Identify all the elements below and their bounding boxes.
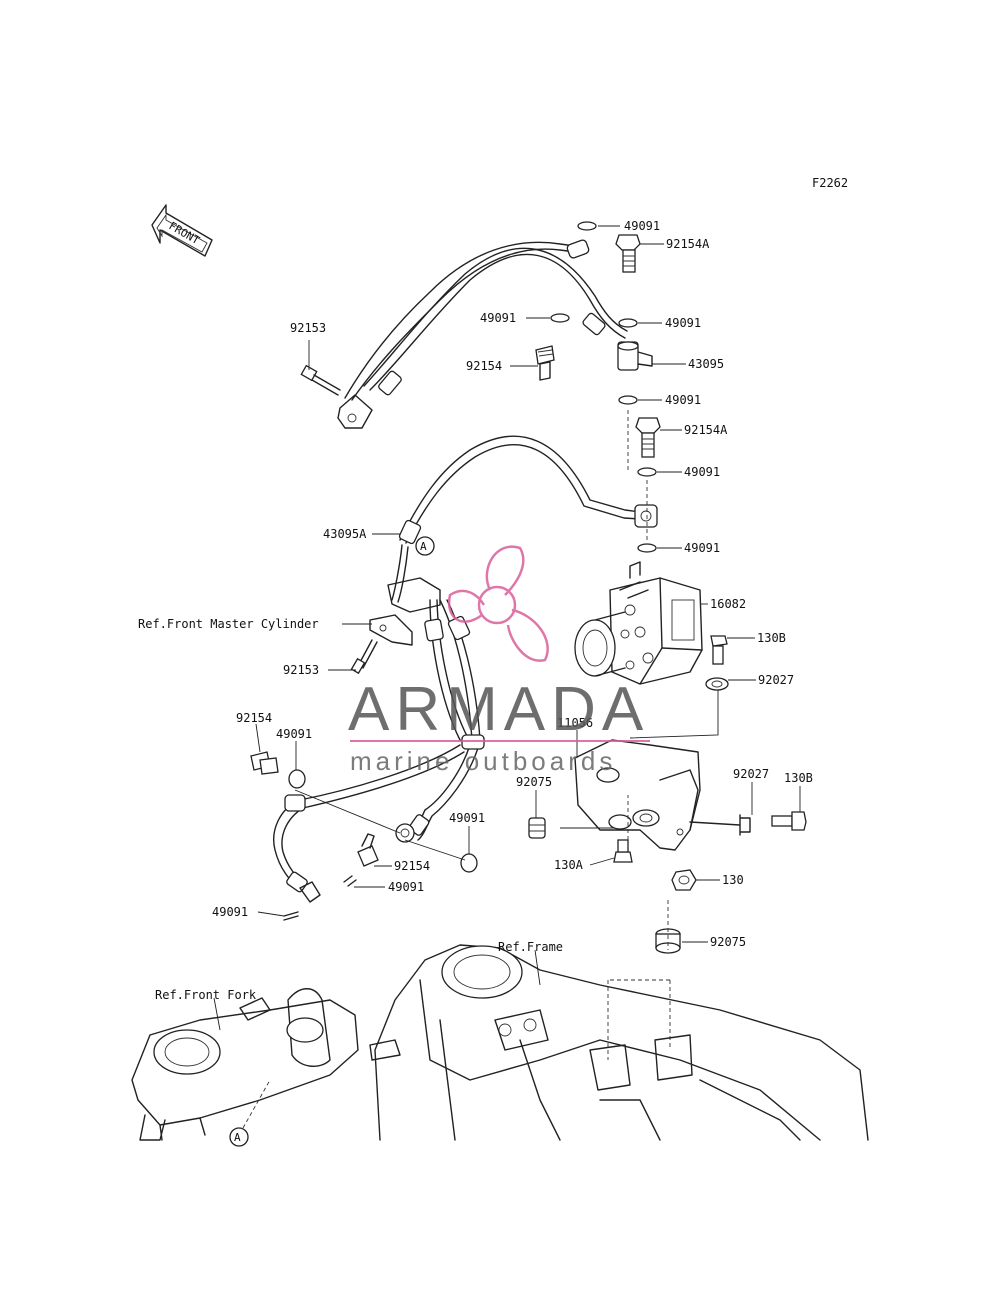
label-92154-left: 92154 xyxy=(236,711,272,725)
label-92153-top: 92153 xyxy=(290,321,326,335)
watermark-tagline: marine outboards xyxy=(350,746,616,776)
marker-A-upper-text: A xyxy=(420,540,427,553)
marker-A-upper xyxy=(415,536,435,556)
bolt-92153-top xyxy=(300,364,341,396)
hose-bracket xyxy=(369,577,441,646)
label-11056: 11056 xyxy=(557,716,593,730)
bolt-92154A-top xyxy=(615,234,641,273)
label-49091-bottom: 49091 xyxy=(212,905,248,919)
abs-hydraulic-unit-16082 xyxy=(574,561,703,685)
bolt-130B-right xyxy=(771,811,807,831)
grommet-92075-left xyxy=(528,817,546,839)
washer-49091-f xyxy=(637,543,657,553)
brake-hose-43095A xyxy=(391,435,658,603)
front-direction-arrow: FRONT xyxy=(151,204,213,257)
label-49091-e: 49091 xyxy=(684,465,720,479)
label-130: 130 xyxy=(722,873,744,887)
washer-49091-b xyxy=(550,313,570,323)
propeller-logo xyxy=(447,545,549,662)
label-92027-right: 92027 xyxy=(733,767,769,781)
label-92075-left: 92075 xyxy=(516,775,552,789)
bolt-130A xyxy=(613,839,633,863)
label-130A: 130A xyxy=(554,858,584,872)
bolt-92154A-mid xyxy=(635,417,661,458)
label-92027-upper: 92027 xyxy=(758,673,794,687)
washer-49091-low xyxy=(343,875,357,887)
washer-49091-d xyxy=(618,395,638,405)
washer-49091-left xyxy=(288,769,306,789)
front-fork-top-yoke xyxy=(131,988,359,1141)
bolt-130B-upper xyxy=(710,635,728,665)
label-49091-f: 49091 xyxy=(684,541,720,555)
motorcycle-frame xyxy=(369,944,869,1141)
label-92154A-mid: 92154A xyxy=(684,423,728,437)
label-43095A: 43095A xyxy=(323,527,367,541)
marker-A-lower xyxy=(229,1127,249,1147)
armada-watermark: ARMADA marine outboards xyxy=(348,545,650,776)
label-49091-b: 49091 xyxy=(480,311,516,325)
label-49091-d: 49091 xyxy=(665,393,701,407)
watermark-brand: ARMADA xyxy=(348,675,649,744)
collar-92027-upper xyxy=(705,677,729,691)
banjo-bolt-92154-mid xyxy=(357,833,379,867)
bracket-11056 xyxy=(574,739,701,851)
upper-brake-hose xyxy=(337,239,628,429)
washer-49091-c xyxy=(618,318,638,328)
marker-A-lower-text: A xyxy=(234,1131,241,1144)
washer-49091-mid xyxy=(460,853,478,873)
joint-43095 xyxy=(617,341,653,371)
label-130B-right: 130B xyxy=(784,771,813,785)
label-ref-frame: Ref.Frame xyxy=(498,940,563,954)
label-49091-top: 49091 xyxy=(624,219,660,233)
label-92154A-top: 92154A xyxy=(666,237,710,251)
marker-A-lower-line xyxy=(242,1079,271,1129)
label-16082: 16082 xyxy=(710,597,746,611)
part-labels: 49091 92154A 49091 49091 43095 92153 921… xyxy=(138,219,813,1031)
label-92075-low: 92075 xyxy=(710,935,746,949)
washer-49091-bottom xyxy=(283,911,299,921)
figure-code: F2262 xyxy=(812,176,848,190)
label-130B-upper: 130B xyxy=(757,631,786,645)
lower-brake-hoses xyxy=(273,599,485,903)
label-49091-c: 49091 xyxy=(665,316,701,330)
label-ref-front-master-cylinder: Ref.Front Master Cylinder xyxy=(138,617,319,631)
grommet-92075-low xyxy=(655,928,681,954)
label-92154-upper: 92154 xyxy=(466,359,502,373)
washer-49091-top xyxy=(577,221,597,231)
label-92153-low: 92153 xyxy=(283,663,319,677)
label-ref-front-fork: Ref.Front Fork xyxy=(155,988,257,1002)
label-43095: 43095 xyxy=(688,357,724,371)
label-49091-mid: 49091 xyxy=(449,811,485,825)
label-49091-left: 49091 xyxy=(276,727,312,741)
banjo-bolt-92154-left xyxy=(250,751,279,775)
washer-49091-e xyxy=(637,467,657,477)
banjo-bolt-92154-upper xyxy=(535,345,555,381)
bolt-92153-low xyxy=(350,639,378,675)
nut-130 xyxy=(671,869,697,891)
assembly-guide-lines xyxy=(294,410,719,1060)
label-92154-mid: 92154 xyxy=(394,859,430,873)
label-49091-low: 49091 xyxy=(388,880,424,894)
collar-92027-right xyxy=(689,814,751,836)
